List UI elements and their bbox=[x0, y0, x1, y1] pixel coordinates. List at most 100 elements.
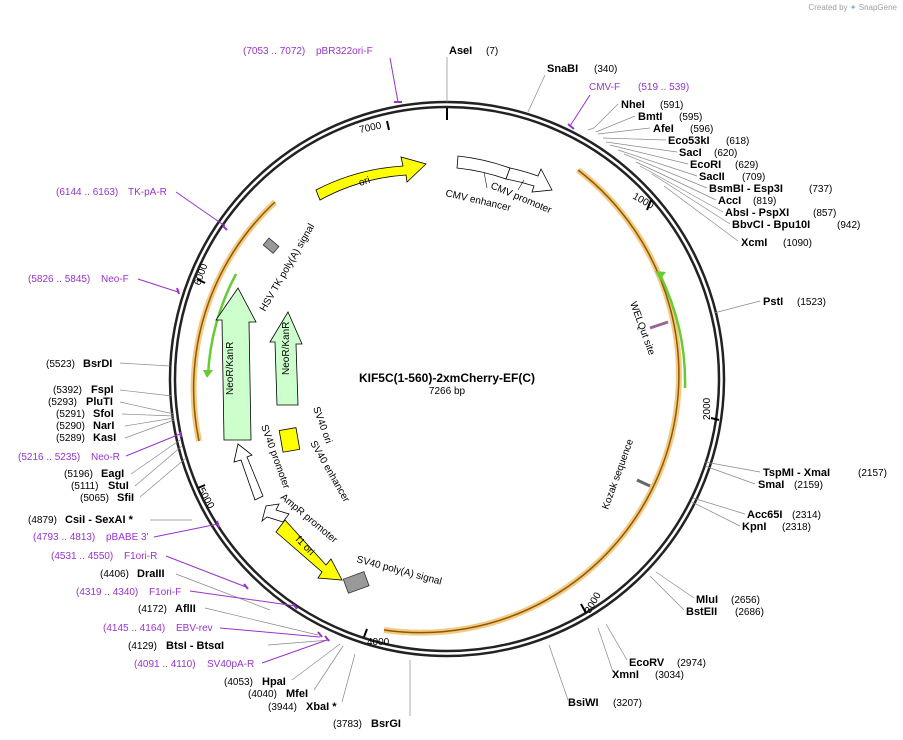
feature-ampr-promoter-arrow[interactable] bbox=[261, 503, 290, 523]
site-snabi[interactable]: SnaBI bbox=[547, 63, 578, 75]
primer-pbr322ori-f[interactable]: pBR322ori-F bbox=[316, 46, 373, 57]
leader-ecori bbox=[609, 144, 689, 165]
leader-pluti bbox=[119, 401, 175, 415]
primer-mark-sv40pa-r bbox=[324, 635, 330, 642]
site-tspmi-xmai[interactable]: TspMI - XmaI bbox=[763, 467, 830, 479]
site-ecori[interactable]: EcoRI bbox=[690, 159, 721, 171]
leader-hpai bbox=[291, 643, 341, 681]
site-xcmi[interactable]: XcmI bbox=[741, 237, 767, 249]
site-saci[interactable]: SacI bbox=[679, 147, 702, 159]
site-hpai[interactable]: HpaI bbox=[262, 676, 286, 688]
feature-kozak-mark[interactable] bbox=[636, 478, 651, 488]
primer-sv40pa-r[interactable]: SV40pA-R bbox=[207, 659, 254, 670]
site-btsi-pos: (4129) bbox=[128, 641, 157, 652]
feature-f1-ori-arrow[interactable] bbox=[275, 519, 343, 581]
primer-neo-f-range: (5826 .. 5845) bbox=[28, 274, 90, 285]
site-nari[interactable]: NarI bbox=[93, 420, 114, 432]
feature-sv40-promoter-arrow[interactable] bbox=[233, 443, 264, 501]
site-acci[interactable]: AccI bbox=[718, 195, 741, 207]
site-mfei[interactable]: MfeI bbox=[286, 688, 308, 700]
primer-f1ori-r[interactable]: F1ori-R bbox=[124, 551, 157, 562]
site-sfii-pos: (5065) bbox=[80, 493, 109, 504]
primer-leader-lines bbox=[125, 57, 591, 664]
site-asei[interactable]: AseI bbox=[449, 45, 472, 57]
site-nhei-pos: (591) bbox=[660, 100, 683, 111]
site-eco53ki[interactable]: Eco53kI bbox=[668, 135, 710, 147]
site-psti[interactable]: PstI bbox=[763, 296, 783, 308]
site-bsiwi[interactable]: BsiWI bbox=[568, 697, 599, 709]
leader-mfei bbox=[313, 645, 344, 691]
feature-sv40-ori-box[interactable] bbox=[278, 427, 301, 453]
site-stui[interactable]: StuI bbox=[108, 480, 129, 492]
primer-leader-cmv-f bbox=[569, 94, 591, 127]
site-bsmbi-esp3i[interactable]: BsmBI - Esp3I bbox=[709, 183, 783, 195]
site-fspi[interactable]: FspI bbox=[91, 384, 114, 396]
feature-cmv-enhancer-arrow[interactable] bbox=[456, 155, 511, 180]
site-kpni[interactable]: KpnI bbox=[742, 521, 766, 533]
site-draiii-pos: (4406) bbox=[100, 569, 129, 580]
cmv-enhancer-leader bbox=[483, 171, 488, 189]
site-kasi[interactable]: KasI bbox=[93, 432, 116, 444]
feature-hsv-tk-polya-box[interactable] bbox=[262, 237, 280, 254]
primer-ebv-rev[interactable]: EBV-rev bbox=[176, 623, 213, 634]
primer-leader-sv40pa-r bbox=[261, 639, 328, 664]
site-bsrdi[interactable]: BsrDI bbox=[83, 358, 112, 370]
site-nhei[interactable]: NheI bbox=[621, 99, 645, 111]
site-eagi[interactable]: EagI bbox=[101, 468, 124, 480]
feature-sv40-polya-label: SV40 poly(A) signal bbox=[355, 554, 443, 587]
primer-cmv-f-range: (519 .. 539) bbox=[638, 82, 689, 93]
primer-mark-neo-r bbox=[179, 431, 182, 438]
feature-neor-kanr-outer-arrow[interactable] bbox=[215, 287, 257, 441]
primer-leader-ebv-rev bbox=[219, 627, 321, 638]
feature-sv40-polya-box[interactable] bbox=[342, 571, 370, 594]
primer-neo-f[interactable]: Neo-F bbox=[101, 274, 129, 285]
site-afei[interactable]: AfeI bbox=[653, 123, 674, 135]
primer-neo-r[interactable]: Neo-R bbox=[91, 452, 120, 463]
primer-mark-f1ori-f bbox=[292, 603, 298, 610]
site-bsrgi[interactable]: BsrGI bbox=[371, 718, 401, 730]
primer-ring-marks bbox=[176, 101, 575, 642]
site-bsteii[interactable]: BstEII bbox=[686, 606, 717, 618]
leader-bmti bbox=[595, 115, 636, 133]
primer-tk-pa-r[interactable]: TK-pA-R bbox=[128, 187, 167, 198]
site-absi-pspxi[interactable]: AbsI - PspXI bbox=[725, 207, 789, 219]
primer-f1ori-r-range: (4531 .. 4550) bbox=[51, 551, 113, 562]
feature-welqut-site-mark[interactable] bbox=[649, 320, 669, 330]
site-acci-pos: (819) bbox=[753, 196, 776, 207]
leader-xcmi bbox=[663, 185, 739, 242]
site-csii[interactable]: CsiI - SexAI * bbox=[65, 514, 134, 526]
site-bmti[interactable]: BmtI bbox=[638, 111, 662, 123]
plasmid-size: 7266 bp bbox=[429, 386, 466, 397]
tick-7000 bbox=[386, 120, 390, 131]
site-bbvci-bpu10i[interactable]: BbvCI - Bpu10I bbox=[732, 219, 810, 231]
site-draiii[interactable]: DraIII bbox=[137, 568, 165, 580]
site-pluti[interactable]: PluTI bbox=[86, 396, 113, 408]
leader-bsteii bbox=[649, 575, 685, 611]
feature-neor-kanr-inner-arrow[interactable] bbox=[269, 311, 303, 406]
primer-pbr322ori-f-range: (7053 .. 7072) bbox=[243, 46, 305, 57]
leader-bsrdi bbox=[119, 362, 171, 367]
primer-cmv-f[interactable]: CMV-F bbox=[589, 82, 620, 93]
site-aflii[interactable]: AflII bbox=[175, 603, 196, 615]
primer-pbabe3[interactable]: pBABE 3' bbox=[106, 532, 149, 543]
site-smai[interactable]: SmaI bbox=[758, 479, 784, 491]
feature-cmv-promoter-arrow[interactable] bbox=[505, 167, 553, 193]
site-xbai[interactable]: XbaI * bbox=[306, 701, 337, 713]
site-btsi[interactable]: BtsI - BtsαI bbox=[166, 640, 224, 652]
site-acc65i[interactable]: Acc65I bbox=[747, 509, 782, 521]
site-xmni[interactable]: XmnI bbox=[612, 669, 639, 681]
site-nari-pos: (5290) bbox=[56, 421, 85, 432]
leader-psti bbox=[713, 300, 761, 314]
leader-eco53ki bbox=[602, 137, 667, 141]
primer-f1ori-f[interactable]: F1ori-F bbox=[149, 587, 181, 598]
site-sfii[interactable]: SfiI bbox=[117, 492, 134, 504]
site-sfoi[interactable]: SfoI bbox=[93, 408, 114, 420]
site-ecorv[interactable]: EcoRV bbox=[629, 657, 665, 669]
site-xmni-pos: (3034) bbox=[655, 670, 684, 681]
site-hpai-pos: (4053) bbox=[224, 677, 253, 688]
leader-smai bbox=[704, 465, 756, 485]
site-mlui[interactable]: MluI bbox=[696, 594, 718, 606]
feature-ori-arrow[interactable] bbox=[315, 156, 427, 201]
feature-neor-kanr-inner-label: NeoR/KanR bbox=[281, 322, 292, 375]
site-sacii[interactable]: SacII bbox=[699, 171, 725, 183]
